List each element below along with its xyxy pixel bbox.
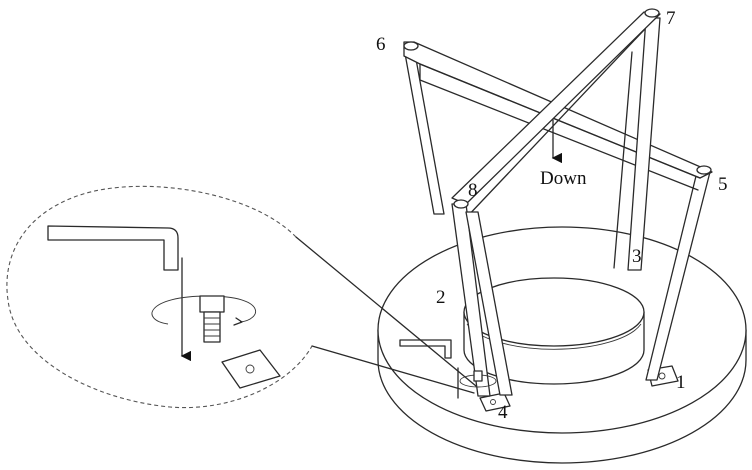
label-8: 8 xyxy=(468,180,478,201)
label-down: Down xyxy=(540,168,587,189)
foot-4-detail xyxy=(399,339,497,399)
frame-front xyxy=(451,11,661,397)
cylinder-top xyxy=(463,277,645,347)
leader-line-lower xyxy=(311,345,475,394)
post-6 xyxy=(403,47,445,215)
bolt-shank xyxy=(203,311,221,343)
bolt-small xyxy=(473,370,483,382)
end-cap-6 xyxy=(403,41,419,51)
detail-bubble xyxy=(6,185,313,409)
label-2: 2 xyxy=(436,287,446,308)
beam-6-5-inner xyxy=(419,63,701,179)
rotation-arrowhead xyxy=(233,317,243,326)
end-cap-8 xyxy=(453,199,469,209)
post-7-inner xyxy=(613,51,633,269)
end-cap-5 xyxy=(696,165,712,175)
leader-line-upper xyxy=(295,236,477,387)
central-cylinder xyxy=(463,277,645,385)
hex-key-small xyxy=(399,339,452,359)
hex-key-large xyxy=(47,225,179,271)
label-5: 5 xyxy=(718,174,728,195)
washer xyxy=(221,349,281,389)
bolt-head xyxy=(199,295,225,313)
bolt-thread xyxy=(204,317,220,337)
beam-6-5-inner2 xyxy=(419,63,699,191)
detail-bubble-outline xyxy=(6,185,313,409)
post-8-inner xyxy=(465,211,513,396)
mount-bolt-4 xyxy=(490,399,496,405)
beam-7-8-inner xyxy=(463,29,645,221)
label-4: 4 xyxy=(498,402,508,423)
end-cap-7 xyxy=(644,8,660,18)
label-7: 7 xyxy=(666,8,676,29)
label-1: 1 xyxy=(676,372,686,393)
label-3: 3 xyxy=(632,246,642,267)
mount-plate-4 xyxy=(479,392,511,412)
washer-hole xyxy=(245,364,255,374)
mount-bolt-1 xyxy=(658,372,666,380)
label-6: 6 xyxy=(376,34,386,55)
